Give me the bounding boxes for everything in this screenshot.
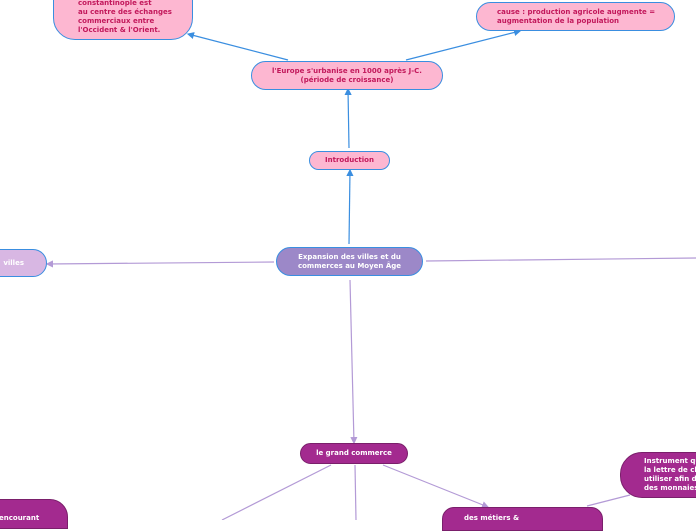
- link-grand-commerce-metiers: [382, 464, 490, 509]
- node-constantinople[interactable]: constantinople est au centre des échange…: [53, 0, 193, 40]
- node-central-topic[interactable]: Expansion des villes et du commerces au …: [276, 247, 423, 276]
- link-grand-commerce-left: [221, 464, 332, 520]
- node-metiers[interactable]: des métiers &: [442, 507, 603, 531]
- node-villes[interactable]: villes: [0, 249, 47, 277]
- connector-layer: [45, 28, 696, 520]
- link-introduction-urbanise: [344, 87, 352, 149]
- node-grand-commerce[interactable]: le grand commerce: [300, 443, 408, 464]
- link-urbanise-constantinople: [186, 32, 289, 61]
- link-grand-commerce-down: [354, 464, 357, 520]
- link-central-introduction: [346, 168, 354, 245]
- node-urbanise[interactable]: l'Europe s'urbanise en 1000 après J-C. (…: [251, 61, 443, 90]
- link-central-right: [425, 257, 696, 262]
- link-urbanise-cause: [405, 28, 522, 61]
- link-metiers-instrument: [586, 494, 631, 507]
- node-encourant[interactable]: encourant: [0, 499, 68, 529]
- node-introduction[interactable]: Introduction: [309, 151, 390, 170]
- link-central-villes: [45, 260, 275, 268]
- node-cause[interactable]: cause : production agricole augmente = a…: [476, 2, 675, 31]
- link-central-grand-commerce: [349, 279, 358, 445]
- node-instrument[interactable]: Instrument qu la lettre de ch utiliser a…: [620, 452, 696, 498]
